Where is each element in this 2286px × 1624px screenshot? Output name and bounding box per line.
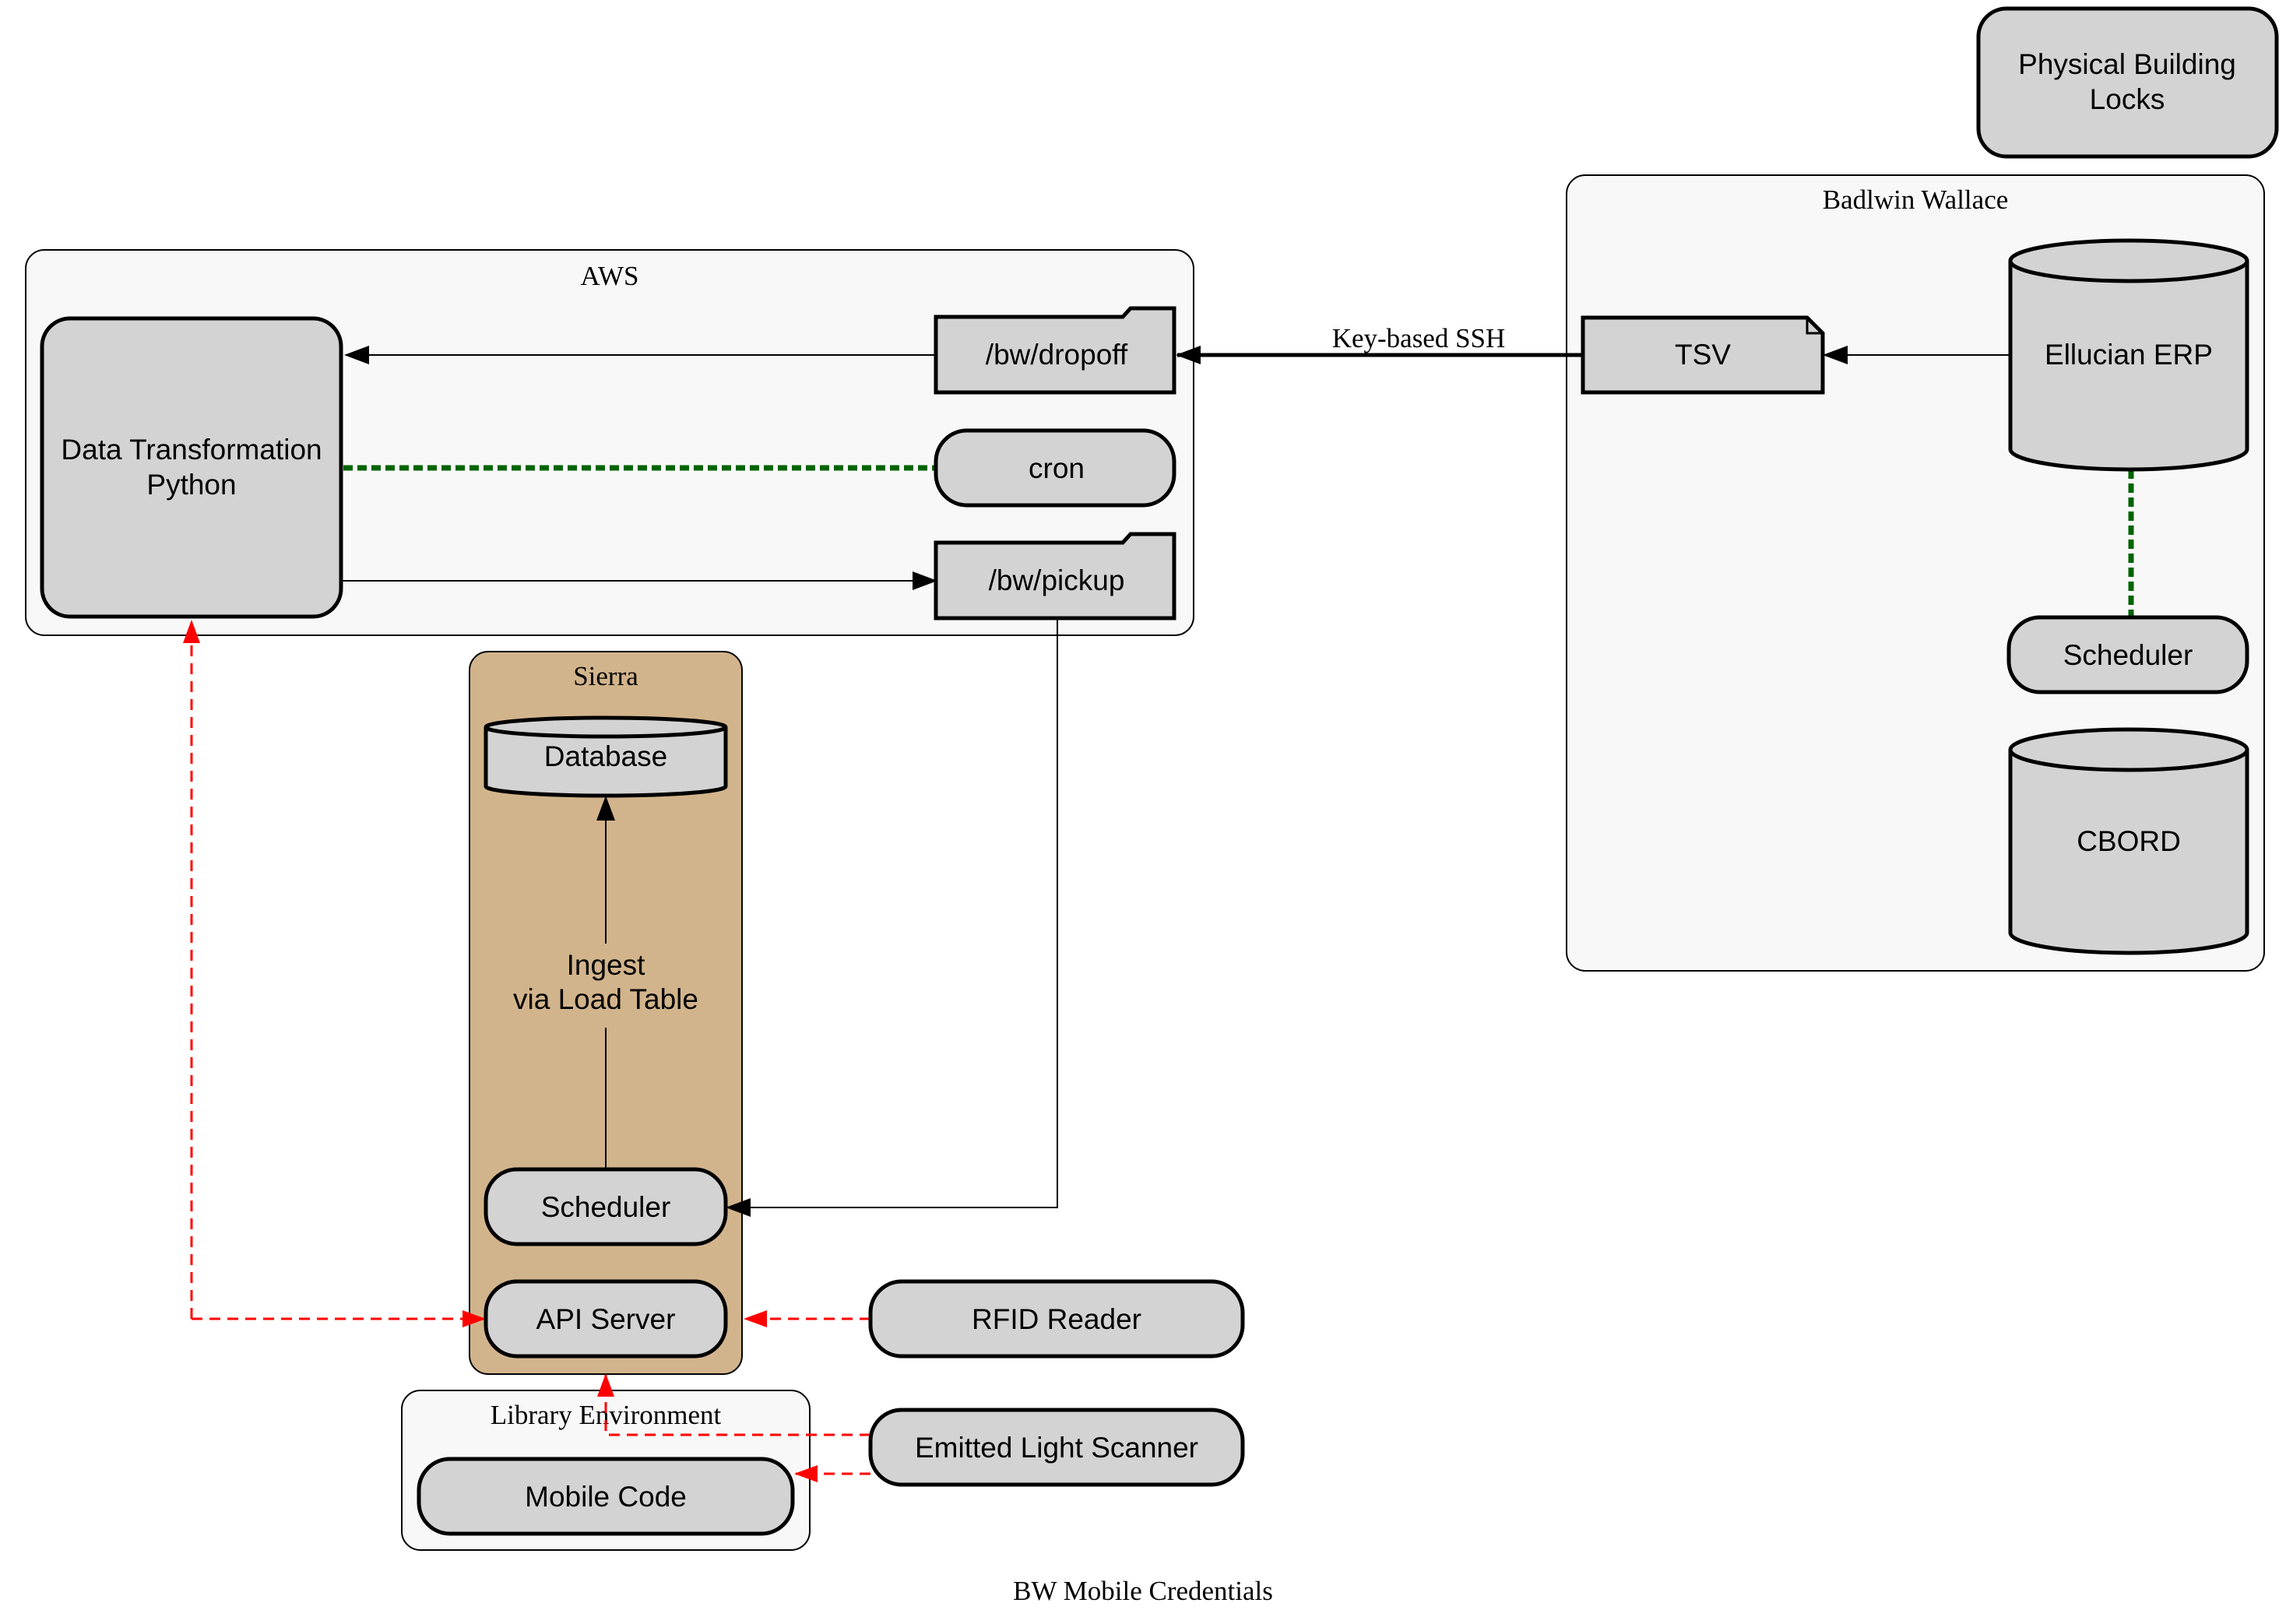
edge-els-to-api-server [597, 1373, 870, 1436]
node-rfid-reader-label: RFID Reader [972, 1303, 1141, 1335]
node-cron-label: cron [1029, 452, 1085, 484]
node-bw-pickup-label: /bw/pickup [989, 564, 1125, 596]
node-api-server: API Server [484, 1279, 728, 1359]
node-sierra-scheduler-label: Scheduler [541, 1191, 671, 1223]
node-data-transformation: Data Transformation Python [40, 316, 343, 619]
edge-label-ingest-line1: Ingest [567, 949, 646, 981]
node-bw-dropoff-folder: /bw/dropoff [934, 306, 1176, 395]
edge-label-ingest-line2: via Load Table [513, 983, 698, 1015]
edge-label-ssh: Key-based SSH [1332, 323, 1506, 353]
node-sierra-scheduler: Scheduler [484, 1167, 728, 1246]
node-database-label: Database [544, 740, 667, 772]
node-mobile-code-label: Mobile Code [525, 1481, 687, 1513]
cluster-baldwin-wallace-label: Badlwin Wallace [1823, 185, 2009, 215]
node-cbord-label: CBORD [2077, 825, 2181, 857]
cluster-aws-label: AWS [581, 261, 639, 291]
node-bw-dropoff-label: /bw/dropoff [986, 339, 1128, 371]
node-data-transformation-line1: Data Transformation [61, 434, 322, 466]
node-tsv-label: TSV [1675, 339, 1731, 371]
edges [183, 346, 2134, 1482]
node-emitted-light-scanner-label: Emitted Light Scanner [915, 1432, 1198, 1464]
diagram-title: BW Mobile Credentials [1013, 1576, 1273, 1606]
node-physical-building-locks: Physical Building Locks [1976, 6, 2279, 159]
node-rfid-reader: RFID Reader [868, 1279, 1245, 1359]
node-bw-pickup-folder: /bw/pickup [934, 532, 1176, 620]
node-mobile-code: Mobile Code [417, 1457, 795, 1536]
node-bw-scheduler-label: Scheduler [2063, 639, 2193, 671]
node-cron: cron [934, 428, 1176, 508]
cluster-sierra-label: Sierra [573, 661, 638, 691]
node-cbord: CBORD [2008, 727, 2249, 955]
node-data-transformation-line2: Python [146, 469, 236, 501]
node-emitted-light-scanner: Emitted Light Scanner [868, 1408, 1245, 1487]
node-tsv-file: TSV [1581, 315, 1825, 395]
node-physical-building-locks-line1: Physical Building [2018, 48, 2236, 80]
edge-pickup-to-scheduler [726, 618, 1058, 1217]
edge-label-ingest: Ingest via Load Table [513, 944, 698, 1028]
node-physical-building-locks-line2: Locks [2090, 83, 2165, 115]
node-ellucian-erp-label: Ellucian ERP [2045, 339, 2213, 371]
node-database: Database [484, 715, 728, 798]
node-api-server-label: API Server [536, 1303, 676, 1335]
node-bw-scheduler: Scheduler [2006, 615, 2249, 694]
node-ellucian-erp: Ellucian ERP [2008, 238, 2249, 472]
